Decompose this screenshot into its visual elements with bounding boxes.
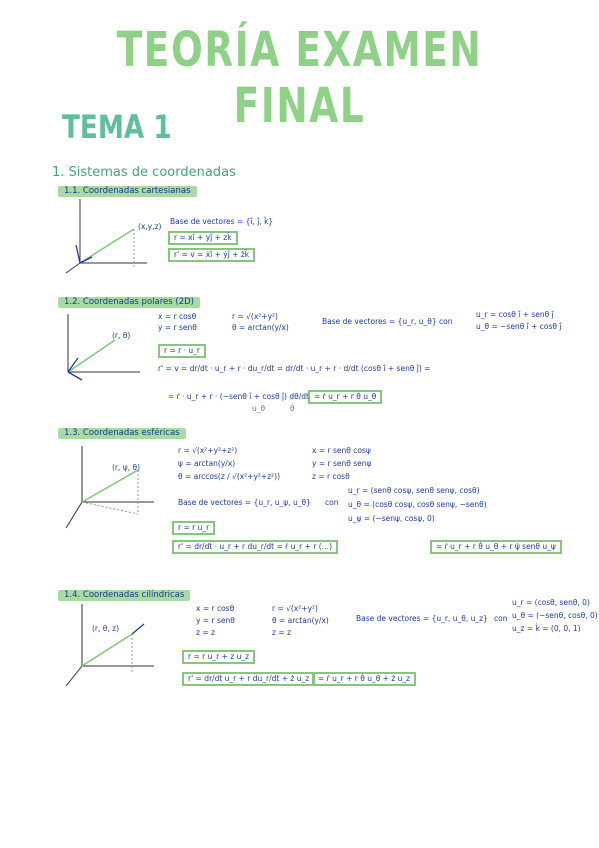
cylindrical-inv-z: z = z bbox=[272, 628, 291, 637]
polar-sys-y: y = r senθ bbox=[158, 323, 197, 332]
cylindrical-inv-theta: θ = arctan(y/x) bbox=[272, 616, 329, 625]
polar-utheta: u_θ = −senθ î + cosθ ĵ bbox=[476, 322, 562, 331]
subsection-esfericas-heading: 1.3. Coordenadas esféricas bbox=[58, 428, 186, 439]
polar-inv-r: r = √(x²+y²) bbox=[232, 312, 278, 321]
polar-velocity-result: = ṙ u_r + r θ̇ u_θ bbox=[308, 390, 383, 404]
spherical-velocity: r' = dr/dt · u_r + r du_r/dt = ṙ u_r + r… bbox=[172, 540, 339, 554]
cylindrical-utheta: u_θ = (−senθ, cosθ, 0) bbox=[512, 611, 598, 620]
spherical-utheta: u_θ = (cosθ cosψ, cosθ senψ, −senθ) bbox=[348, 500, 487, 509]
cylindrical-uz: u_z = k̂ = (0, 0, 1) bbox=[512, 624, 581, 633]
subsection-cartesianas-heading: 1.1. Coordenadas cartesianas bbox=[58, 186, 197, 197]
spherical-velocity-result: = ṙ u_r + r θ̇ u_θ + r ψ̇ senθ u_ψ bbox=[430, 540, 562, 554]
cylindrical-point-label: (r, θ, z) bbox=[92, 624, 119, 633]
polar-point-label: (r, θ) bbox=[112, 331, 131, 340]
cartesian-axes-diagram bbox=[65, 199, 147, 274]
spherical-inv-z: z = r cosθ bbox=[312, 472, 350, 481]
subsection-polares-heading: 1.2. Coordenadas polares (2D) bbox=[58, 297, 200, 308]
spherical-axes-diagram bbox=[65, 446, 154, 529]
tema-heading: TEMA 1 bbox=[62, 108, 172, 146]
spherical-inv-y: y = r senθ senψ bbox=[312, 459, 372, 468]
cartesian-position: r = xî + yĵ + zk̂ bbox=[168, 231, 238, 245]
cartesian-base: Base de vectores = {î, ĵ, k̂} bbox=[170, 217, 274, 226]
spherical-position: r = r u_r bbox=[172, 521, 216, 535]
spherical-sys-theta: θ = arccos(z / √(x²+y²+z²)) bbox=[178, 472, 281, 481]
polar-base: Base de vectores = {u_r, u_θ} con bbox=[322, 317, 453, 326]
polar-position: r = r · u_r bbox=[158, 344, 206, 358]
polar-sys-x: x = r cosθ bbox=[158, 312, 197, 321]
spherical-point-label: (r, ψ, θ) bbox=[112, 463, 141, 472]
spherical-ur: u_r = (senθ cosψ, senθ senψ, cosθ) bbox=[348, 486, 480, 495]
cylindrical-sys-x: x = r cosθ bbox=[196, 604, 235, 613]
polar-ur: u_r = cosθ î + senθ ĵ bbox=[476, 310, 554, 319]
cylindrical-con: con bbox=[494, 614, 508, 623]
cartesian-velocity: r' = v = ẋî + ẏĵ + żk̂ bbox=[168, 248, 256, 262]
spherical-sys-psi: ψ = arctan(y/x) bbox=[178, 459, 236, 468]
spherical-con: con bbox=[325, 498, 339, 507]
subsection-cilindricas-heading: 1.4. Coordenadas cilíndricas bbox=[58, 590, 191, 601]
cylindrical-axes-diagram bbox=[65, 604, 154, 687]
cylindrical-sys-y: y = r senθ bbox=[196, 616, 235, 625]
page-title: TEORÍA EXAMEN FINAL bbox=[116, 22, 483, 134]
cylindrical-velocity: r' = dr/dt u_r + r du_r/dt + ż u_z bbox=[182, 672, 316, 686]
spherical-sys-r: r = √(x²+y²+z²) bbox=[178, 446, 238, 455]
cylindrical-sys-z: z = z bbox=[196, 628, 215, 637]
cylindrical-velocity-result: = ṙ u_r + r θ̇ u_θ + ż u_z bbox=[312, 672, 417, 686]
cylindrical-inv-r: r = √(x²+y²) bbox=[272, 604, 318, 613]
polar-underbrace-theta: θ̇ bbox=[290, 404, 295, 413]
spherical-inv-x: x = r senθ cosψ bbox=[312, 446, 371, 455]
spherical-base: Base de vectores = {u_r, u_ψ, u_θ} bbox=[178, 498, 311, 507]
polar-velocity: r' = v = dr/dt · u_r + r · du_r/dt = dr/… bbox=[158, 364, 431, 373]
polar-axes-diagram bbox=[67, 314, 140, 381]
polar-velocity-step: = ṙ · u_r + r · (−senθ î + cosθ ĵ) dθ/dt bbox=[168, 392, 309, 401]
cartesian-point-label: (x,y,z) bbox=[138, 222, 162, 231]
cylindrical-base: Base de vectores = {u_r, u_θ, u_z} bbox=[356, 614, 488, 623]
polar-inv-theta: θ = arctan(y/x) bbox=[232, 323, 289, 332]
cylindrical-position: r = r u_r + z u_z bbox=[182, 650, 256, 664]
section-heading: 1. Sistemas de coordenadas bbox=[52, 165, 236, 180]
cylindrical-ur: u_r = (cosθ, senθ, 0) bbox=[512, 598, 590, 607]
spherical-upsi: u_ψ = (−senψ, cosψ, 0) bbox=[348, 514, 435, 523]
polar-underbrace-u: u_θ bbox=[252, 404, 266, 413]
